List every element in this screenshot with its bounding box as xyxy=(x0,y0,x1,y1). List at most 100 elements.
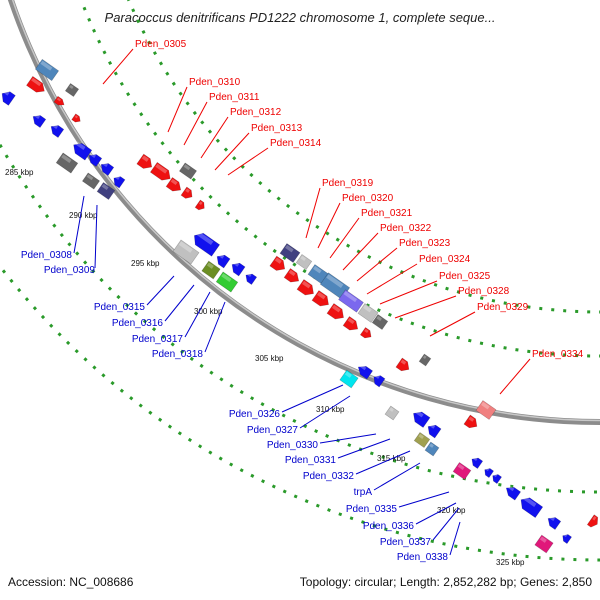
leader-line xyxy=(214,132,250,171)
gene-feature-17 xyxy=(165,177,182,192)
gene-feature-52 xyxy=(475,400,497,420)
gene-feature-0 xyxy=(26,75,45,93)
leader-line xyxy=(164,284,195,322)
leader-line xyxy=(305,187,321,239)
gene-feature-51 xyxy=(424,441,440,457)
gene-feature-21 xyxy=(172,239,200,265)
gene-feature-14 xyxy=(96,182,116,200)
scale-label: 325 kbp xyxy=(496,558,525,567)
gene-feature-53 xyxy=(463,414,478,429)
reverse-gene-label: Pden_0331 xyxy=(285,455,337,466)
leader-line xyxy=(342,232,379,271)
gene-feature-37 xyxy=(296,279,314,296)
backbone-arc xyxy=(7,0,600,425)
leader-line xyxy=(184,291,211,338)
gene-feature-23 xyxy=(215,271,239,293)
leader-line xyxy=(227,147,269,176)
forward-gene-label: Pden_0329 xyxy=(477,302,529,313)
leader-line xyxy=(167,86,188,133)
scale-label: 290 kbp xyxy=(69,211,98,220)
gene-feature-35 xyxy=(269,255,286,271)
gene-feature-26 xyxy=(231,261,246,277)
leader-line xyxy=(94,204,98,269)
forward-gene-label: Pden_0322 xyxy=(380,223,432,234)
gene-feature-50 xyxy=(413,432,431,448)
leader-line xyxy=(499,358,531,395)
leader-line xyxy=(398,491,450,508)
gene-feature-47 xyxy=(418,353,432,367)
leader-line xyxy=(317,202,341,249)
gene-feature-16 xyxy=(149,161,171,181)
forward-gene-label: Pden_0305 xyxy=(135,39,187,50)
gene-feature-12 xyxy=(113,175,126,189)
leader-line xyxy=(102,48,134,85)
forward-gene-label: Pden_0313 xyxy=(251,123,303,134)
gene-feature-33 xyxy=(357,303,379,323)
gene-feature-54 xyxy=(452,462,472,480)
leader-line xyxy=(200,116,229,159)
gene-labels: Pden_0305Pden_0310Pden_0311Pden_0312Pden… xyxy=(21,39,584,563)
leader-line xyxy=(73,195,85,254)
tick-dot-tracks xyxy=(0,0,600,562)
gene-feature-46 xyxy=(395,357,410,372)
leader-line xyxy=(337,438,391,459)
forward-gene-label: Pden_0324 xyxy=(419,254,471,265)
gene-feature-11 xyxy=(100,161,115,176)
gene-feature-6 xyxy=(32,113,47,128)
reverse-gene-label: Pden_0327 xyxy=(247,425,299,436)
reverse-gene-label: Pden_0315 xyxy=(94,302,146,313)
gene-features xyxy=(1,58,599,554)
gene-feature-8 xyxy=(55,152,79,174)
leader-line xyxy=(379,280,438,305)
gene-feature-24 xyxy=(194,231,221,257)
gene-feature-22 xyxy=(201,260,221,280)
leader-line xyxy=(355,450,411,475)
forward-gene-label: Pden_0328 xyxy=(458,286,510,297)
gene-feature-38 xyxy=(311,290,329,307)
gene-feature-61 xyxy=(562,533,572,544)
leader-line xyxy=(299,395,351,429)
gene-feature-41 xyxy=(359,327,372,339)
reverse-gene-label: Pden_0317 xyxy=(132,334,184,345)
gene-feature-48 xyxy=(413,409,431,428)
gene-feature-42 xyxy=(339,369,359,389)
reverse-gene-label: Pden_0335 xyxy=(346,504,398,515)
gene-feature-7 xyxy=(50,123,65,138)
gene-feature-40 xyxy=(342,316,359,331)
gene-feature-10 xyxy=(88,152,103,167)
reverse-gene-label: Pden_0338 xyxy=(397,552,449,563)
gene-feature-28 xyxy=(279,243,301,263)
reverse-gene-label: Pden_0316 xyxy=(112,318,164,329)
forward-gene-label: Pden_0321 xyxy=(361,208,413,219)
gene-feature-63 xyxy=(586,514,599,528)
tick-dot-track-3 xyxy=(79,0,600,358)
gene-feature-27 xyxy=(245,272,258,285)
tick-dot-track-2 xyxy=(0,264,600,562)
gene-feature-60 xyxy=(547,515,562,530)
gene-feature-57 xyxy=(492,473,502,484)
gene-feature-43 xyxy=(357,364,374,380)
leader-line xyxy=(429,311,476,337)
gene-feature-18 xyxy=(180,186,193,199)
forward-gene-label: Pden_0319 xyxy=(322,178,374,189)
gene-feature-62 xyxy=(534,534,554,554)
leader-line xyxy=(449,521,461,556)
scale-label: 300 kbp xyxy=(194,307,223,316)
scale-label: 305 kbp xyxy=(255,354,284,363)
gene-feature-44 xyxy=(373,374,386,388)
tick-dot-track-4 xyxy=(127,0,600,314)
scale-label: 320 kbp xyxy=(437,506,466,515)
accession-text: Accession: NC_008686 xyxy=(8,575,134,589)
reverse-gene-label: Pden_0336 xyxy=(363,521,415,532)
scale-label: 310 kbp xyxy=(316,405,345,414)
gene-feature-5 xyxy=(1,90,16,106)
leader-line xyxy=(204,301,226,353)
forward-gene-label: Pden_0314 xyxy=(270,138,322,149)
leader-line xyxy=(366,263,418,295)
reverse-gene-label: Pden_0332 xyxy=(303,471,355,482)
reverse-gene-label: Pden_0337 xyxy=(380,537,432,548)
gene-feature-36 xyxy=(283,268,300,283)
forward-gene-label: Pden_0323 xyxy=(399,238,451,249)
reverse-gene-label: Pden_0309 xyxy=(44,265,96,276)
